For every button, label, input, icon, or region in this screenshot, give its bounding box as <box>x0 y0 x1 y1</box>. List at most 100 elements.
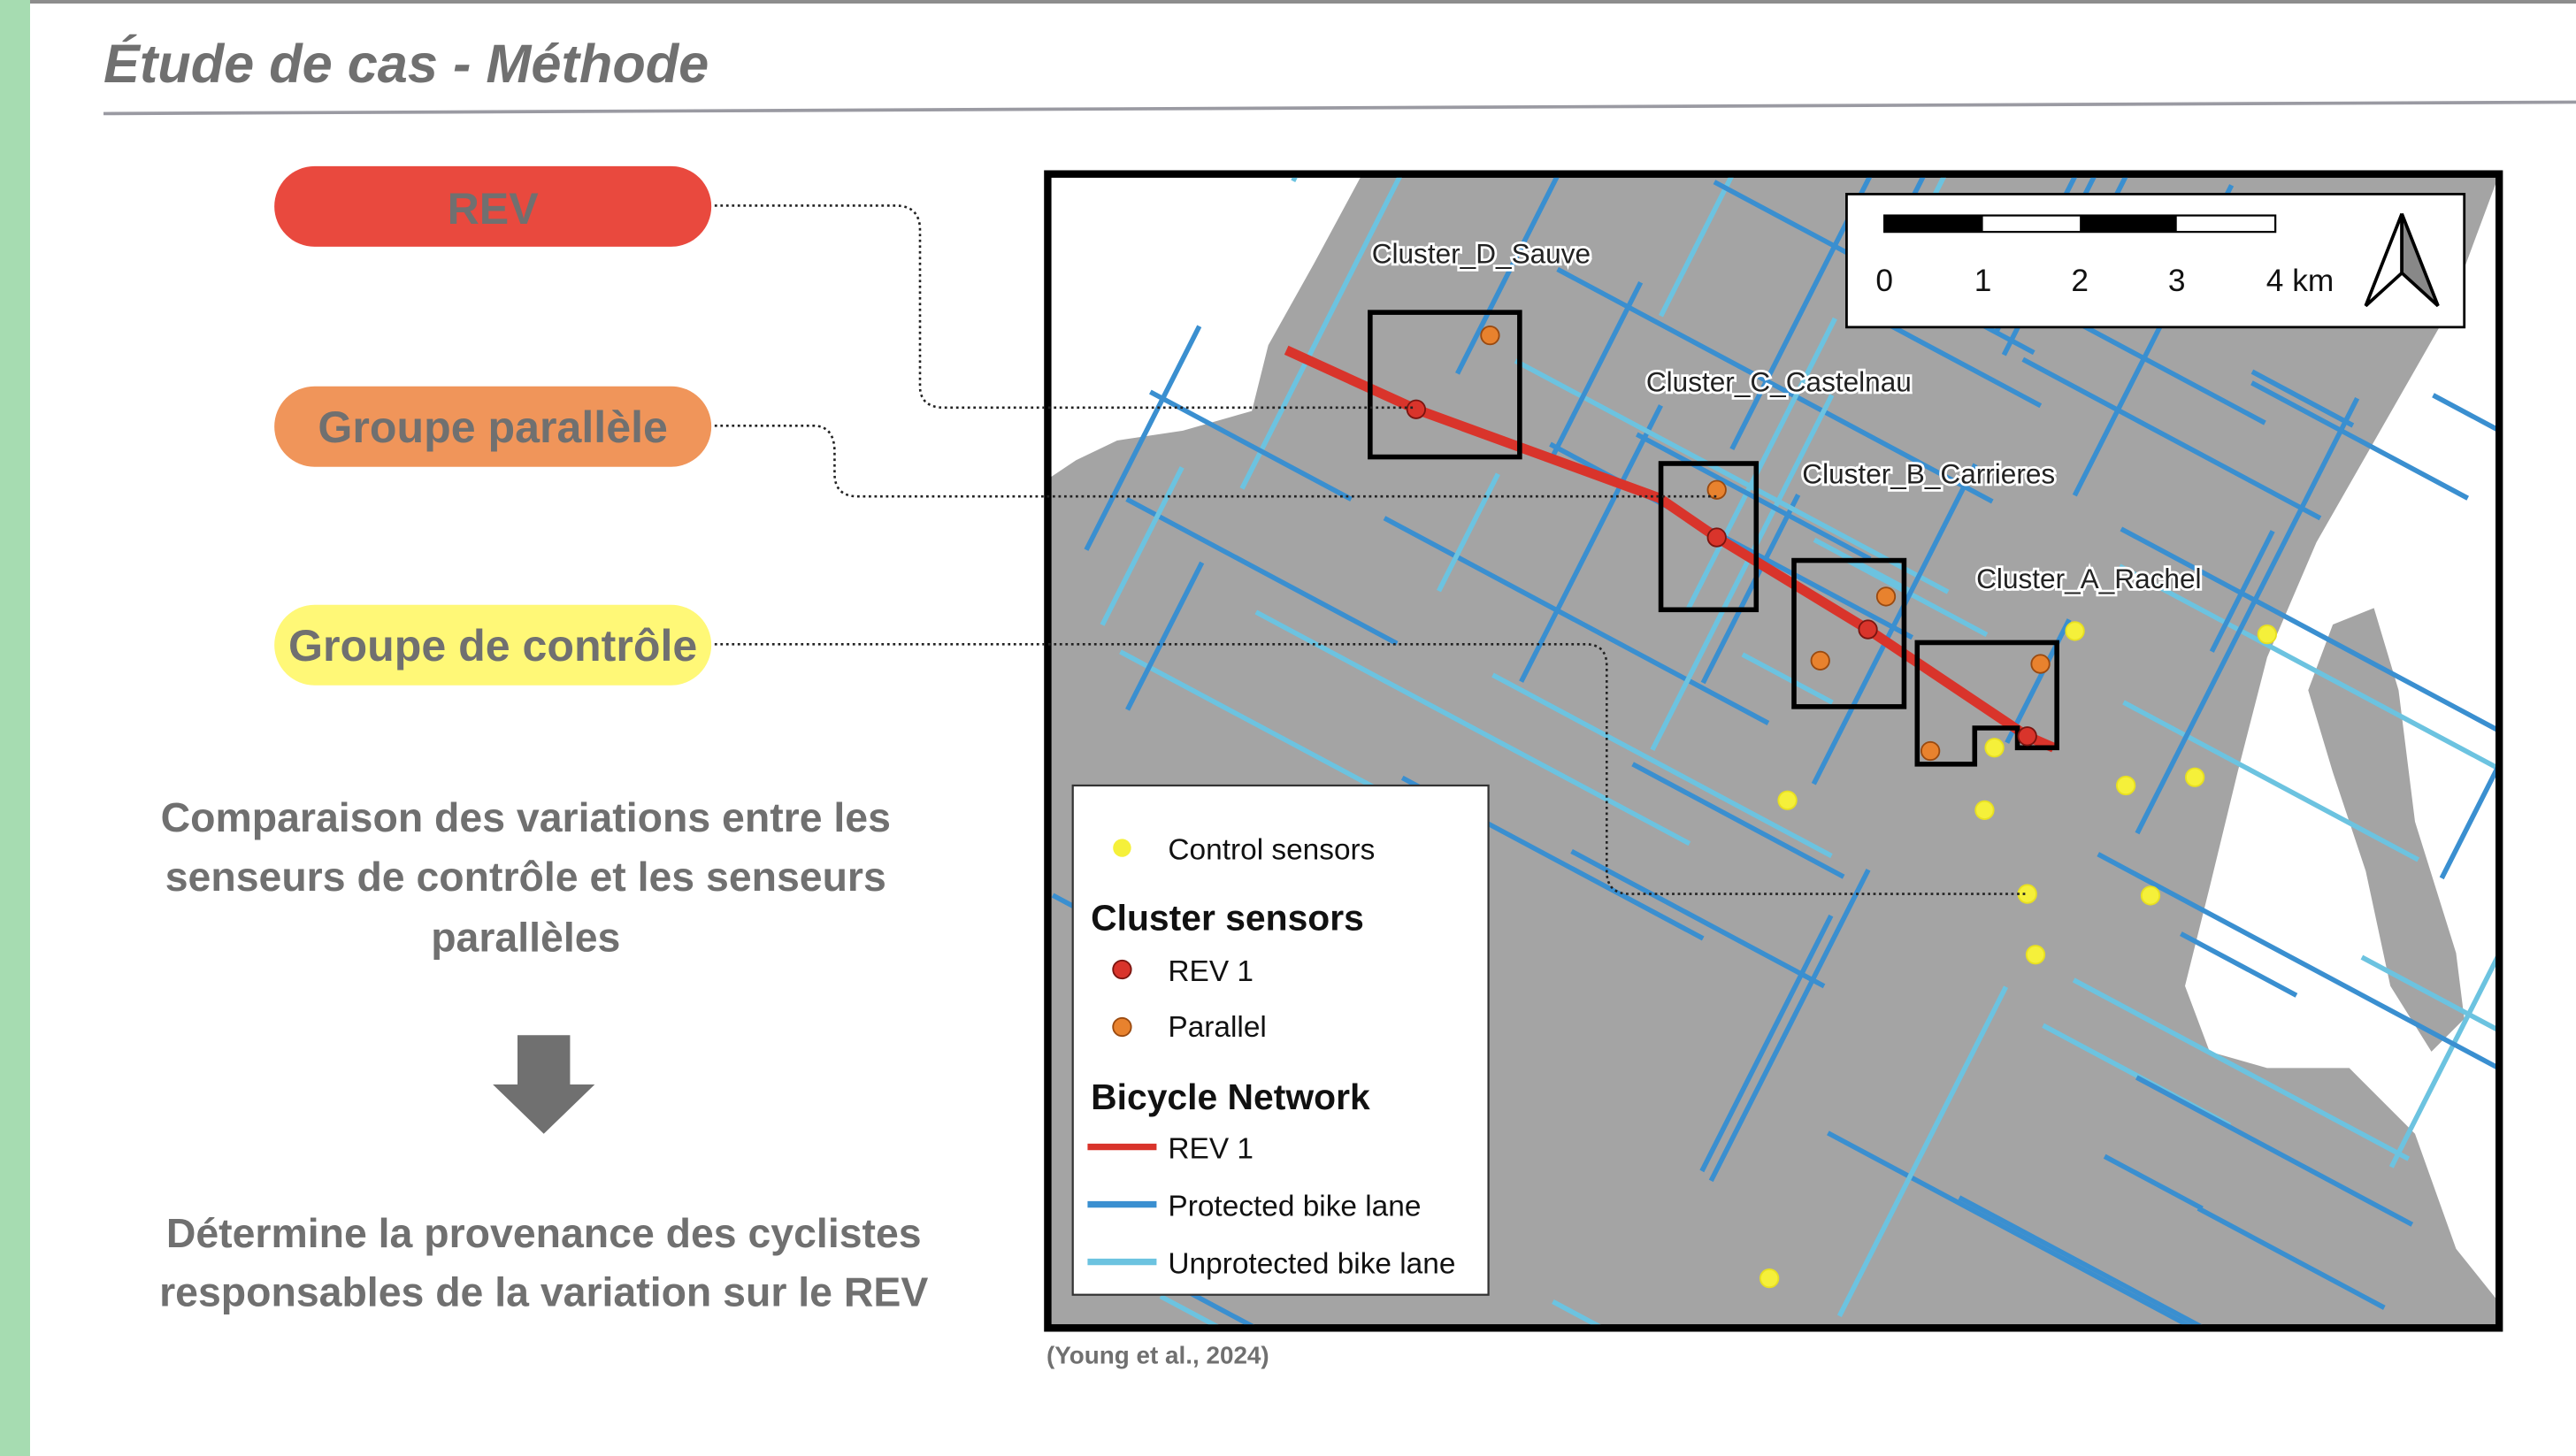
control-sensor-marker <box>2017 884 2037 904</box>
bike-lane <box>2439 766 2496 880</box>
bike-lane <box>2250 369 2355 428</box>
svg-text:REV 1: REV 1 <box>1168 955 1254 988</box>
rev-sensor-marker <box>1706 527 1727 548</box>
cluster-box-a <box>1914 640 2059 767</box>
bike-lane <box>1455 177 1560 375</box>
control-sensor-marker <box>1777 790 1798 810</box>
bike-lane <box>1570 848 1826 989</box>
conclusion-text: Détermine la provenance des cyclistes re… <box>159 1210 928 1315</box>
cluster-label-c: Cluster_C_Castelnau <box>1646 365 1912 397</box>
svg-text:2: 2 <box>2071 264 2089 298</box>
scale-bar: 0 1 2 3 4 km <box>1845 193 2466 329</box>
map-legend: Control sensors Cluster sensors REV 1 Pa… <box>1071 784 1490 1296</box>
bike-lane <box>1836 985 2009 1318</box>
map-figure: Cluster_D_Sauve Cluster_C_Castelnau Clus… <box>1044 170 2503 1332</box>
page-title: Étude de cas - Méthode <box>104 34 709 94</box>
parallel-sensor-marker <box>1810 650 1830 671</box>
control-group-pill: Groupe de contrôle <box>274 604 712 686</box>
bike-lane <box>2118 563 2496 770</box>
bike-lane <box>1659 177 1734 318</box>
bike-lane <box>1741 652 1834 705</box>
description-text: Comparaison des variations entre les sen… <box>161 794 891 961</box>
parallel-sensor-legend-icon <box>1112 1016 1132 1038</box>
bike-lane <box>1514 358 1950 594</box>
rev-connector <box>714 204 1416 410</box>
bike-lane <box>1958 1195 2203 1325</box>
parallel-sensor-marker <box>2030 654 2051 674</box>
svg-text:senseurs de contrôle et les se: senseurs de contrôle et les senseurs <box>165 854 886 900</box>
bike-lane <box>2360 954 2496 1032</box>
map-island <box>2308 608 2465 1052</box>
control-sensor-marker <box>2116 775 2136 796</box>
bike-lane <box>1684 317 1837 613</box>
bike-lane <box>1650 394 1835 752</box>
control-sensor-marker <box>1760 1268 1780 1289</box>
rev-sensor-legend-icon <box>1112 959 1132 980</box>
bike-lane <box>1125 561 1205 711</box>
bike-lane <box>1811 463 1978 785</box>
rev-pill-label: REV <box>448 184 540 234</box>
bike-lane <box>1519 404 1663 683</box>
svg-text:0: 0 <box>1875 264 1893 298</box>
svg-text:parallèles: parallèles <box>431 915 620 961</box>
svg-text:4 km: 4 km <box>2266 264 2334 298</box>
control-sensor-marker <box>2065 621 2085 641</box>
bike-lane <box>1123 1255 1254 1325</box>
cluster-box-c <box>1658 461 1760 613</box>
parallel-sensor-marker <box>1706 479 1727 500</box>
cluster-box-d <box>1368 310 1522 460</box>
bike-lane <box>1100 466 1184 626</box>
bike-lane <box>1239 177 1402 490</box>
bike-lane <box>1700 494 1801 685</box>
bike-lane <box>1291 177 1298 182</box>
control-sensor-marker <box>1984 738 2005 758</box>
bike-lane <box>2432 393 2496 432</box>
rev-sensor-marker <box>1406 399 1426 419</box>
control-group-label: Groupe de contrôle <box>288 621 697 671</box>
control-sensor-marker <box>1974 800 1995 820</box>
side-accent-bar <box>0 0 30 1456</box>
bike-lane <box>1084 325 1202 551</box>
bike-lane <box>1813 537 1911 593</box>
citation: (Young et al., 2024) <box>1046 1342 1269 1369</box>
svg-text:REV 1: REV 1 <box>1168 1133 1254 1166</box>
control-sensor-marker <box>2025 945 2046 965</box>
rev-pill: REV <box>274 165 712 247</box>
svg-text:1: 1 <box>1974 264 1992 298</box>
bike-lane <box>2120 526 2496 732</box>
bike-lane <box>2388 955 2496 1169</box>
arrow-down-icon <box>493 1035 595 1134</box>
map-water-northwest <box>1051 177 1361 477</box>
bike-lane <box>1125 496 1399 646</box>
sensors <box>1406 325 2278 1289</box>
parallel-connector <box>714 424 1717 498</box>
bike-lane <box>1841 555 1989 638</box>
bike-lane <box>1436 472 1500 593</box>
parallel-sensor-marker <box>1875 586 1897 607</box>
title-divider <box>103 100 2576 116</box>
bike-lane <box>2135 1075 2414 1227</box>
control-sensor-marker <box>2140 885 2161 906</box>
bike-lane <box>1547 281 1644 464</box>
bike-lane <box>2250 380 2470 501</box>
top-border <box>0 0 2576 4</box>
bike-lane <box>1149 389 1353 502</box>
bike-lane <box>2135 396 2360 835</box>
bike-lane <box>2209 530 2275 653</box>
control-connector <box>714 642 2028 895</box>
parallel-sensor-marker <box>1920 740 1941 762</box>
svg-text:Unprotected bike lane: Unprotected bike lane <box>1168 1248 1455 1281</box>
parallel-sensor-marker <box>1480 325 1500 346</box>
bike-lane <box>2021 356 2322 521</box>
svg-text:Comparaison des variations ent: Comparaison des variations entre les <box>161 794 891 840</box>
bike-lane <box>1708 868 1871 1183</box>
bike-lane <box>2180 931 2298 998</box>
cluster-label-a: Cluster_A_Rachel <box>1976 563 2201 594</box>
parallel-group-pill: Groupe parallèle <box>274 386 712 467</box>
cluster-boxes <box>1368 310 2059 767</box>
svg-text:Control sensors: Control sensors <box>1168 834 1375 867</box>
svg-text:3: 3 <box>2168 264 2186 298</box>
control-sensor-marker <box>2185 767 2205 787</box>
bike-lane <box>2005 618 2072 744</box>
